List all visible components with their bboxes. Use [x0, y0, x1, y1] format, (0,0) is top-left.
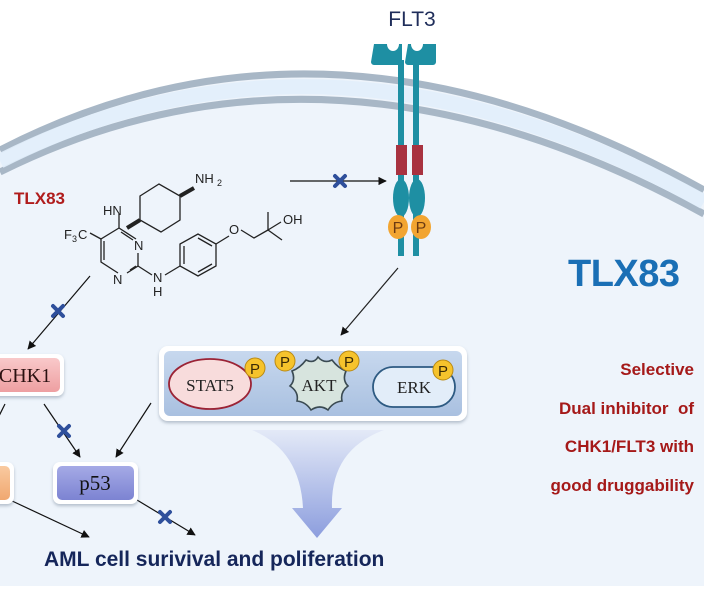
svg-text:CHK1: CHK1: [0, 365, 51, 387]
structure-atom-labels: NH 2 HN F 3 C N N N H O OH: [64, 171, 303, 299]
svg-text:P: P: [438, 363, 448, 380]
compound-name-label: TLX83: [14, 189, 66, 208]
erk-node: ERK: [372, 366, 456, 408]
membrane-outer: [0, 70, 704, 194]
phospho-icon: P: [274, 350, 296, 372]
svg-text:H: H: [153, 284, 162, 299]
p53-node: p53: [53, 462, 138, 504]
stat5-node: STAT5: [168, 358, 252, 410]
svg-text:F: F: [64, 227, 72, 242]
arrow-panel-to-p53: [115, 402, 152, 458]
svg-text:N: N: [134, 238, 143, 253]
flt3-receptor: [371, 44, 436, 256]
arrow-chk1-left: [0, 403, 6, 416]
orange-node: [0, 462, 14, 504]
phospho-icon: P: [432, 359, 454, 381]
svg-text:3: 3: [72, 234, 77, 244]
svg-text:OH: OH: [283, 212, 303, 227]
svg-text:P: P: [416, 220, 427, 237]
svg-text:2: 2: [217, 178, 222, 188]
arrow-flt3-to-panel: [340, 267, 399, 336]
big-down-arrow: [252, 430, 384, 538]
description-line-3: CHK1/FLT3 with: [564, 437, 694, 456]
svg-text:STAT5: STAT5: [186, 376, 234, 395]
akt-node: AKT: [288, 355, 350, 412]
inhibition-x-icon: [57, 424, 71, 438]
arrow-orange-to-outcome: [9, 499, 90, 538]
svg-text:P: P: [344, 354, 354, 371]
description-line-2: Dual inhibitor of: [558, 399, 694, 418]
inhibition-x-icon: [51, 304, 65, 318]
description-line-1: Selective: [620, 360, 694, 379]
svg-text:O: O: [229, 222, 239, 237]
svg-text:HN: HN: [103, 203, 122, 218]
svg-text:P: P: [393, 220, 404, 237]
svg-text:p53: p53: [79, 471, 111, 495]
phospho-icon: P: [338, 350, 360, 372]
inhibition-x-icon: [158, 510, 172, 524]
description-line-4: good druggability: [550, 476, 694, 495]
flt3-label: FLT3: [388, 8, 436, 31]
svg-text:AKT: AKT: [302, 376, 338, 395]
membrane-inner: [0, 95, 704, 218]
svg-text:N: N: [113, 272, 122, 287]
svg-text:P: P: [280, 354, 290, 371]
svg-text:ERK: ERK: [397, 378, 432, 397]
outcome-label: AML cell surivival and poliferation: [44, 548, 385, 571]
phospho-icon: P: [388, 215, 408, 239]
inhibition-x-icon: [333, 174, 347, 188]
phospho-icon: P: [411, 215, 431, 239]
svg-text:N: N: [153, 270, 162, 285]
cell-body: [0, 73, 704, 586]
svg-text:NH: NH: [195, 171, 214, 186]
phospho-icon: P: [244, 357, 266, 379]
membrane-lumen: [0, 79, 704, 209]
svg-text:C: C: [78, 227, 87, 242]
tlx83-structure: [89, 183, 283, 277]
chk1-node: CHK1: [0, 354, 64, 396]
headline-title: TLX83: [568, 253, 680, 295]
svg-text:P: P: [250, 361, 260, 378]
